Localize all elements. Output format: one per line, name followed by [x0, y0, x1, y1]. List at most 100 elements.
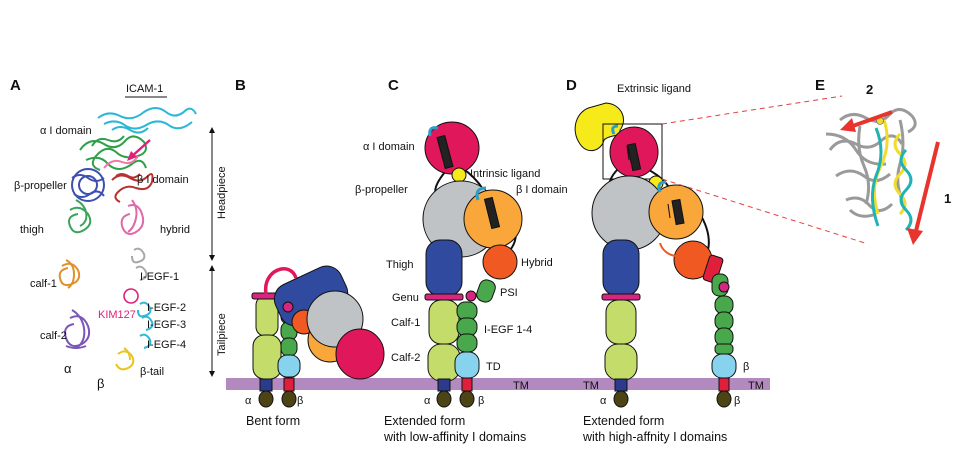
e-arrow-2	[849, 110, 893, 129]
d-genu	[601, 293, 641, 301]
b-calf2	[252, 334, 282, 380]
d-thigh	[602, 239, 640, 297]
label-a-calf2: calf-2	[40, 330, 67, 342]
alpha-i-domain-ribbon	[79, 135, 147, 171]
label-a-b-propeller: β-propeller	[14, 180, 67, 192]
d-alpha-tail	[613, 390, 629, 408]
d-iegf4	[714, 327, 734, 347]
label-d-beta: β	[734, 395, 740, 407]
panel-d-extended-high	[574, 102, 737, 408]
d-alpha-arrow	[626, 145, 630, 161]
label-c-thigh: Thigh	[386, 259, 414, 271]
b-alpha-tm	[259, 378, 273, 392]
label-e-2: 2	[866, 82, 873, 97]
c-iegf2	[456, 301, 478, 321]
d-iegf2	[714, 295, 734, 315]
label-c-td: TD	[486, 361, 501, 373]
label-c-intrinsic: Intrinsic ligand	[470, 168, 540, 180]
c-beta-helix	[483, 196, 501, 230]
d-beta-helix	[671, 198, 685, 226]
c-td	[454, 351, 480, 379]
d-swing-arrowhead	[676, 252, 682, 260]
iegf-ribbon	[131, 247, 154, 349]
label-headpiece: Headpiece	[216, 166, 228, 219]
caption-c-line1: Extended form	[384, 414, 465, 428]
label-a-iegf4: I-EGF-4	[147, 339, 186, 351]
d-beta-loop	[657, 180, 667, 193]
d-swing-arrow	[659, 242, 677, 257]
label-c-b-propeller: β-propeller	[355, 184, 408, 196]
beta-tail-ribbon	[115, 347, 135, 371]
membrane	[226, 378, 770, 390]
beta-propeller-ribbon	[71, 168, 105, 202]
label-a-ai-domain: α I domain	[40, 125, 92, 137]
c-beta-loop	[475, 186, 487, 201]
b-alpha-i	[335, 328, 385, 380]
b-psi	[282, 301, 294, 313]
label-c-iegf: I-EGF 1-4	[484, 324, 532, 336]
label-c-ai-domain: α I domain	[363, 141, 415, 153]
b-iegf3	[280, 337, 298, 357]
c-alpha-tail	[436, 390, 452, 408]
c-alpha-helix	[436, 134, 454, 170]
beta-i-domain-ribbon	[111, 173, 154, 203]
zoom-line-top	[661, 95, 843, 125]
c-calf1	[428, 299, 460, 345]
caption-b: Bent form	[246, 414, 300, 428]
d-alpha-tm	[614, 378, 628, 392]
d-calf1	[605, 299, 637, 345]
c-alpha-tm	[437, 378, 451, 392]
label-a-beta: β	[97, 376, 104, 391]
label-c-beta: β	[478, 395, 484, 407]
label-d-beta-td: β	[743, 361, 749, 373]
d-beta-tail	[716, 390, 732, 408]
c-beta-tm	[461, 377, 473, 392]
c-iegf4	[456, 333, 478, 353]
calf2-ribbon	[64, 309, 91, 349]
c-psi	[465, 290, 477, 302]
label-c-hybrid: Hybrid	[521, 257, 553, 269]
label-a-hybrid: hybrid	[160, 224, 190, 236]
pink-loop-ribbon	[103, 155, 139, 169]
icam-ribbon	[97, 107, 197, 134]
label-b-beta: β	[297, 395, 303, 407]
label-a-thigh: thigh	[20, 224, 44, 236]
label-d-tm-left: TM	[583, 380, 599, 392]
label-c-alpha: α	[424, 395, 431, 407]
label-a-bi-domain: β I domain	[137, 174, 189, 186]
e-arrow-1-head	[907, 228, 923, 245]
panel-letter-b: B	[235, 77, 246, 94]
panel-b-bent	[251, 265, 385, 408]
label-a-btail: β-tail	[140, 366, 164, 378]
panel-c-extended-low	[422, 121, 523, 408]
caption-d-line1: Extended form	[583, 414, 664, 428]
label-e-1: 1	[944, 191, 951, 206]
e-helices	[871, 119, 913, 232]
zoom-line-bottom	[661, 178, 869, 245]
caption-c-line2: with low-affinity I domains	[383, 430, 526, 444]
label-a-iegf1: I-EGF-1	[140, 271, 179, 283]
panel-letter-e: E	[815, 77, 825, 94]
thigh-ribbon	[68, 199, 92, 234]
label-d-extrinsic: Extrinsic ligand	[617, 83, 691, 95]
d-alpha-helix	[626, 142, 642, 172]
c-thigh	[425, 239, 463, 297]
d-extrinsic-ligand	[574, 102, 624, 152]
calf1-ribbon	[58, 259, 81, 289]
label-c-calf2: Calf-2	[391, 352, 420, 364]
d-psi	[718, 281, 730, 293]
label-c-psi: PSI	[500, 287, 518, 299]
label-d-alpha: α	[600, 395, 607, 407]
label-b-alpha: α	[245, 395, 252, 407]
c-hybrid	[482, 244, 518, 280]
kim127-circle	[123, 288, 139, 304]
e-arrow-1	[914, 141, 940, 232]
label-a-kim127: KIM127	[98, 309, 136, 321]
d-alpha-loop	[611, 124, 619, 135]
d-beta-tm	[718, 377, 730, 392]
label-a-iegf2: I-EGF-2	[147, 302, 186, 314]
d-td	[711, 353, 737, 379]
b-beta-tail	[281, 390, 297, 408]
scale-bar	[209, 127, 215, 377]
